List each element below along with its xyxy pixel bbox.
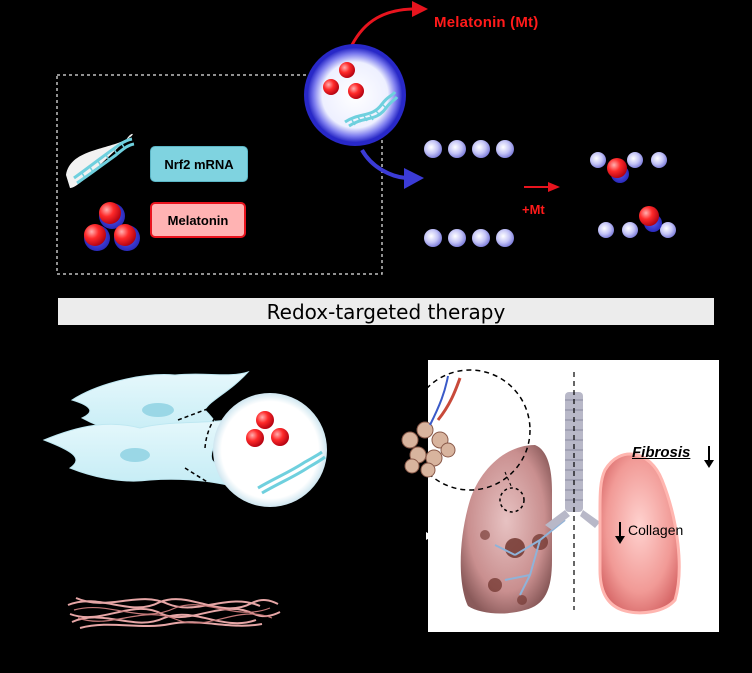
fibrotic-lung-icon (460, 445, 566, 614)
fibroblast-cells-icon (42, 370, 250, 489)
release-arrow (350, 7, 413, 46)
plus-mt-label: +Mt (522, 202, 545, 217)
collagen-fibers-icon (67, 597, 281, 629)
melatonin-mt-label: Melatonin (Mt) (434, 14, 539, 31)
bead-chain-top (424, 140, 514, 158)
melatonin-label: Melatonin (150, 202, 246, 238)
bound-chain-bottom (598, 206, 676, 238)
fibrosis-label: Fibrosis (632, 444, 691, 461)
rna-strand-icon (66, 133, 135, 188)
nanoparticle-icon (304, 44, 406, 146)
melatonin-cluster-icon (84, 202, 140, 251)
release-arrowhead (412, 1, 428, 17)
nrf2-mrna-label: Nrf2 mRNA (150, 146, 248, 182)
pointer-arrow-icon (426, 532, 433, 540)
delivery-arrow (360, 148, 407, 180)
legend-frame (56, 74, 383, 275)
collagen-label: Collagen (628, 522, 684, 538)
banner-redox-therapy: Redox-targeted therapy (58, 298, 714, 325)
alveoli-zoom-callout (401, 369, 531, 513)
collagen-down-arrow-icon (615, 522, 625, 544)
fibrosis-down-arrow-icon (704, 446, 714, 468)
delivery-arrowhead (404, 168, 424, 189)
cell-zoom-callout (177, 386, 327, 507)
bead-chain-bottom (424, 229, 514, 247)
healthy-lung-icon (598, 452, 681, 615)
bound-chain-top (590, 152, 667, 183)
